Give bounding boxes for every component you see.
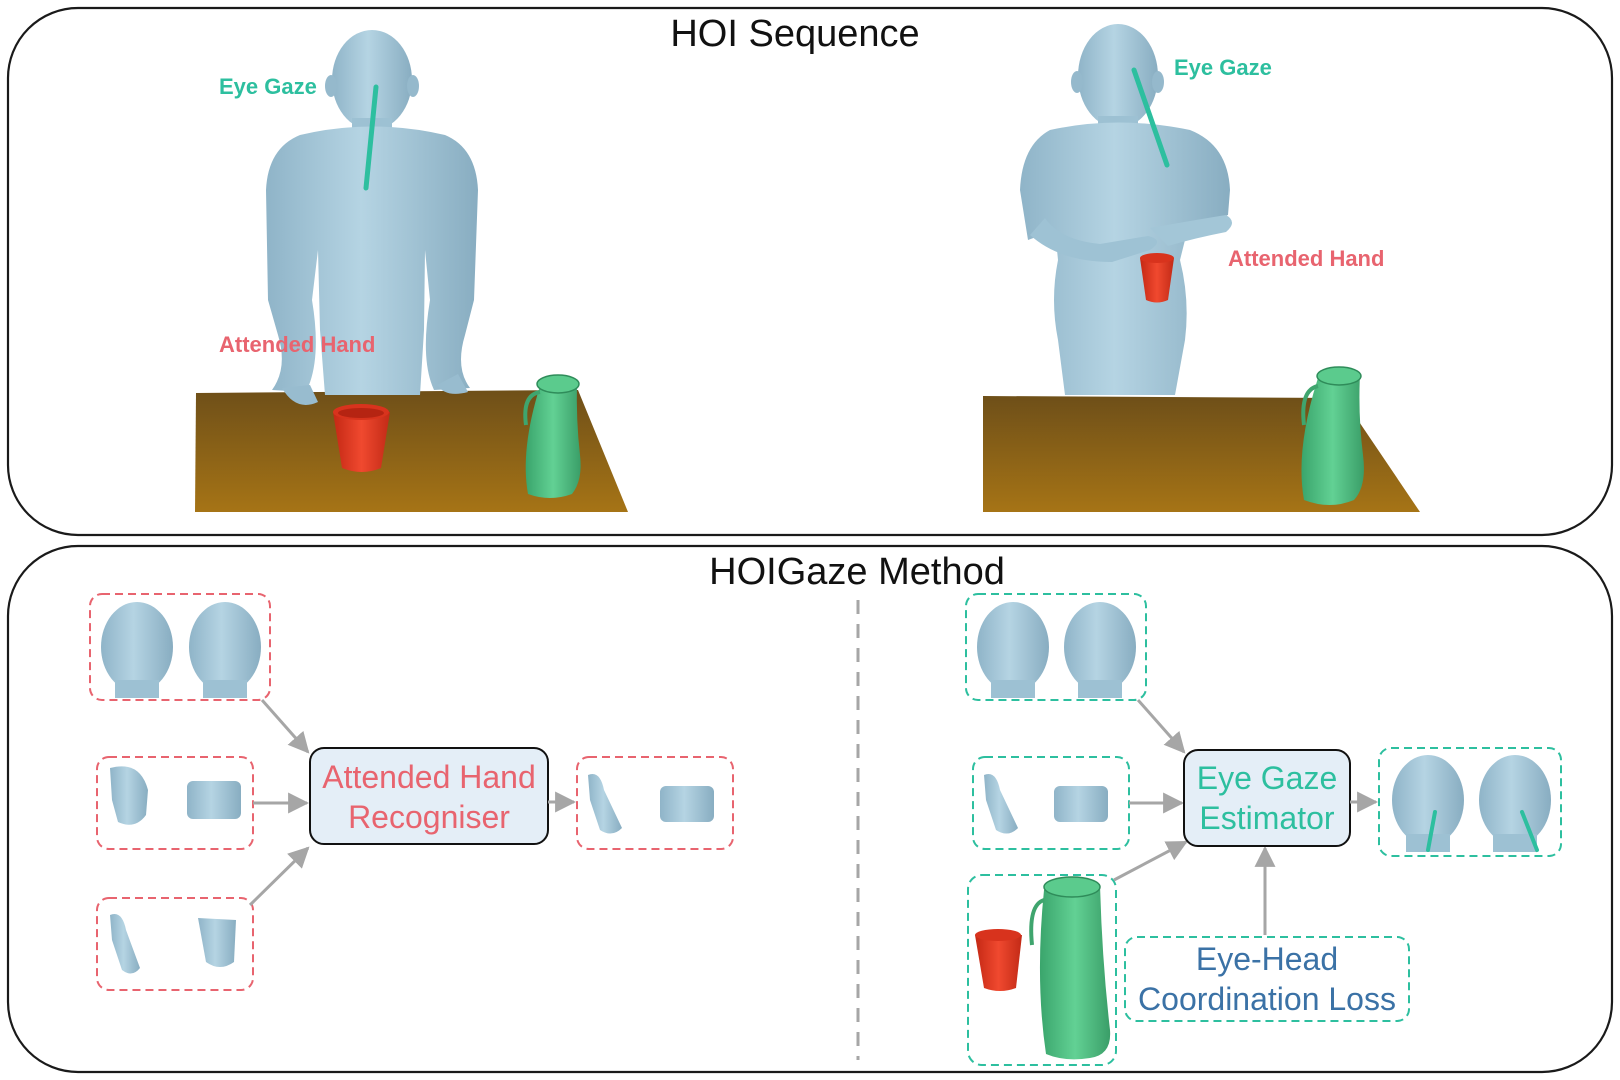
estimator-label-line2: Estimator [1199,800,1334,836]
head-render-icon [189,602,261,698]
red-cup-icon [975,929,1022,991]
eye-head-coordination-loss-box [1124,936,1410,1022]
human-body-right [1020,24,1232,395]
hand-render-icon [110,914,140,974]
hand-render-icon [187,781,241,819]
loss-label-line2: Coordination Loss [1138,981,1396,1017]
hoi-sequence-panel: HOI Sequence [6,6,1614,537]
gaze-ray-left [363,84,379,191]
hand-render-icon [588,774,622,834]
hand-render-icon [110,766,148,825]
recogniser-label-line2: Recogniser [348,799,510,835]
loss-label-line1: Eye-Head [1196,941,1338,977]
eye-gaze-label-right: Eye Gaze [1174,55,1272,80]
hand-input-group-right [972,756,1130,850]
attended-hand-output-group [576,756,734,850]
hand-input-group-left-2 [96,897,254,991]
eye-gaze-estimator-box [1183,749,1351,847]
eye-gaze-label-left: Eye Gaze [219,74,317,99]
attended-hand-recogniser-box [309,747,549,845]
arrow-head-to-estimator [1136,699,1186,754]
recogniser-label-line1: Attended Hand [322,759,536,795]
gaze-ray-output [1426,810,1437,852]
sequence-frame-left: Eye Gaze Attended Hand [195,30,628,512]
attended-hand-label-right: Attended Hand [1228,246,1384,271]
attended-hand-label-left: Attended Hand [219,332,375,357]
hoigaze-method-panel: HOIGaze Method [6,544,1614,1074]
sequence-frame-right: Eye Gaze Attended Hand [983,24,1420,512]
recogniser-branch: Attended Hand Recogniser [89,593,734,991]
gaze-ray-output [1520,810,1539,852]
head-input-group-left [89,593,271,701]
arrow-hand2-to-recogniser [248,846,310,907]
object-input-group [967,874,1117,1066]
head-render-icon [1479,755,1551,852]
hand-render-icon [660,786,714,822]
head-render-icon [101,602,173,698]
head-render-icon [1064,602,1136,698]
green-jug-right [1301,366,1364,505]
table-left [195,390,628,512]
red-cup-left [333,404,390,472]
estimator-label-line1: Eye Gaze [1197,760,1338,796]
arrow-object-to-estimator [1113,840,1188,882]
gaze-output-group [1378,747,1562,857]
arrow-head-to-recogniser [260,699,310,754]
hand-render-icon [198,918,236,967]
human-body-left [266,30,478,405]
gaze-ray-right [1131,67,1170,168]
green-jug-icon [1029,876,1111,1060]
method-panel-title: HOIGaze Method [709,551,1005,593]
sequence-panel-title: HOI Sequence [670,13,919,55]
hand-render-icon [984,774,1018,834]
green-jug-left [523,374,581,498]
red-cup-right [1140,253,1174,303]
hand-render-icon [1054,786,1108,822]
head-input-group-right [965,593,1147,701]
head-render-icon [977,602,1049,698]
estimator-branch: Eye Gaze Estimator Eye-Head Coordination… [965,593,1562,1066]
